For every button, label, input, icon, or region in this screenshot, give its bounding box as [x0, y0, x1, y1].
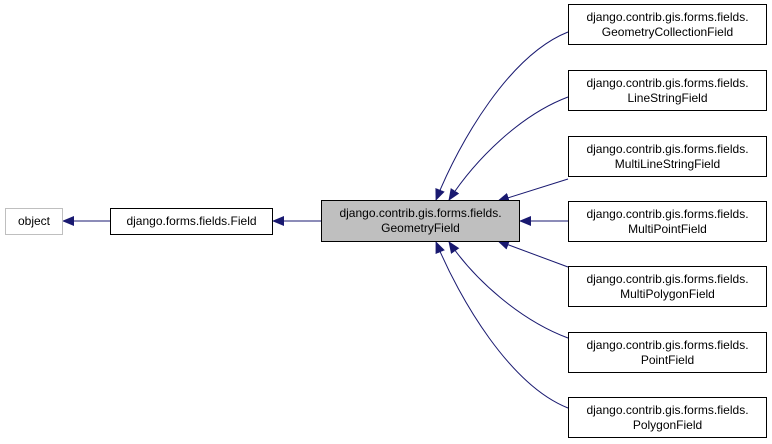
edge-multipolygon-to-geometry — [497, 240, 569, 268]
edge-point-to-geometry — [448, 241, 569, 339]
node-point-field-line2: PointField — [640, 352, 695, 367]
node-multi-polygon-field[interactable]: django.contrib.gis.forms.fields. MultiPo… — [568, 266, 767, 307]
node-point-field[interactable]: django.contrib.gis.forms.fields. PointFi… — [568, 332, 767, 373]
node-geometry-collection-field-line1: django.contrib.gis.forms.fields. — [586, 9, 749, 24]
node-multi-point-field-line1: django.contrib.gis.forms.fields. — [586, 206, 749, 221]
edge-linestring-to-geometry — [448, 96, 569, 201]
node-point-field-line1: django.contrib.gis.forms.fields. — [586, 337, 749, 352]
node-django-forms-fields-field[interactable]: django.forms.fields.Field — [110, 208, 273, 235]
node-line-string-field[interactable]: django.contrib.gis.forms.fields. LineStr… — [568, 70, 767, 111]
node-geometry-collection-field[interactable]: django.contrib.gis.forms.fields. Geometr… — [568, 4, 767, 45]
node-geometry-collection-field-line2: GeometryCollectionField — [601, 24, 734, 39]
node-line-string-field-line1: django.contrib.gis.forms.fields. — [586, 75, 749, 90]
node-geometry-field-line2: GeometryField — [381, 221, 460, 235]
node-field-label: django.forms.fields.Field — [126, 214, 257, 228]
node-polygon-field-line2: PolygonField — [632, 417, 703, 432]
node-multi-line-string-field[interactable]: django.contrib.gis.forms.fields. MultiLi… — [568, 136, 767, 177]
node-multi-point-field[interactable]: django.contrib.gis.forms.fields. MultiPo… — [568, 201, 767, 242]
edge-multilinestring-to-geometry — [497, 178, 569, 203]
node-object-label: object — [17, 214, 51, 228]
node-multi-polygon-field-line2: MultiPolygonField — [620, 286, 715, 301]
node-multi-point-field-line2: MultiPointField — [628, 221, 707, 236]
node-polygon-field[interactable]: django.contrib.gis.forms.fields. Polygon… — [568, 397, 767, 438]
node-line-string-field-line2: LineStringField — [627, 90, 708, 105]
node-object[interactable]: object — [5, 208, 63, 235]
node-multi-polygon-field-line1: django.contrib.gis.forms.fields. — [586, 271, 749, 286]
node-geometry-field-line1: django.contrib.gis.forms.fields. — [339, 206, 502, 220]
node-multi-line-string-field-line2: MultiLineStringField — [614, 156, 721, 171]
node-geometry-field[interactable]: django.contrib.gis.forms.fields. Geometr… — [321, 200, 520, 242]
edge-collection-to-geometry — [435, 31, 569, 201]
node-polygon-field-line1: django.contrib.gis.forms.fields. — [586, 402, 749, 417]
node-multi-line-string-field-line1: django.contrib.gis.forms.fields. — [586, 141, 749, 156]
edge-polygon-to-geometry — [435, 241, 569, 409]
